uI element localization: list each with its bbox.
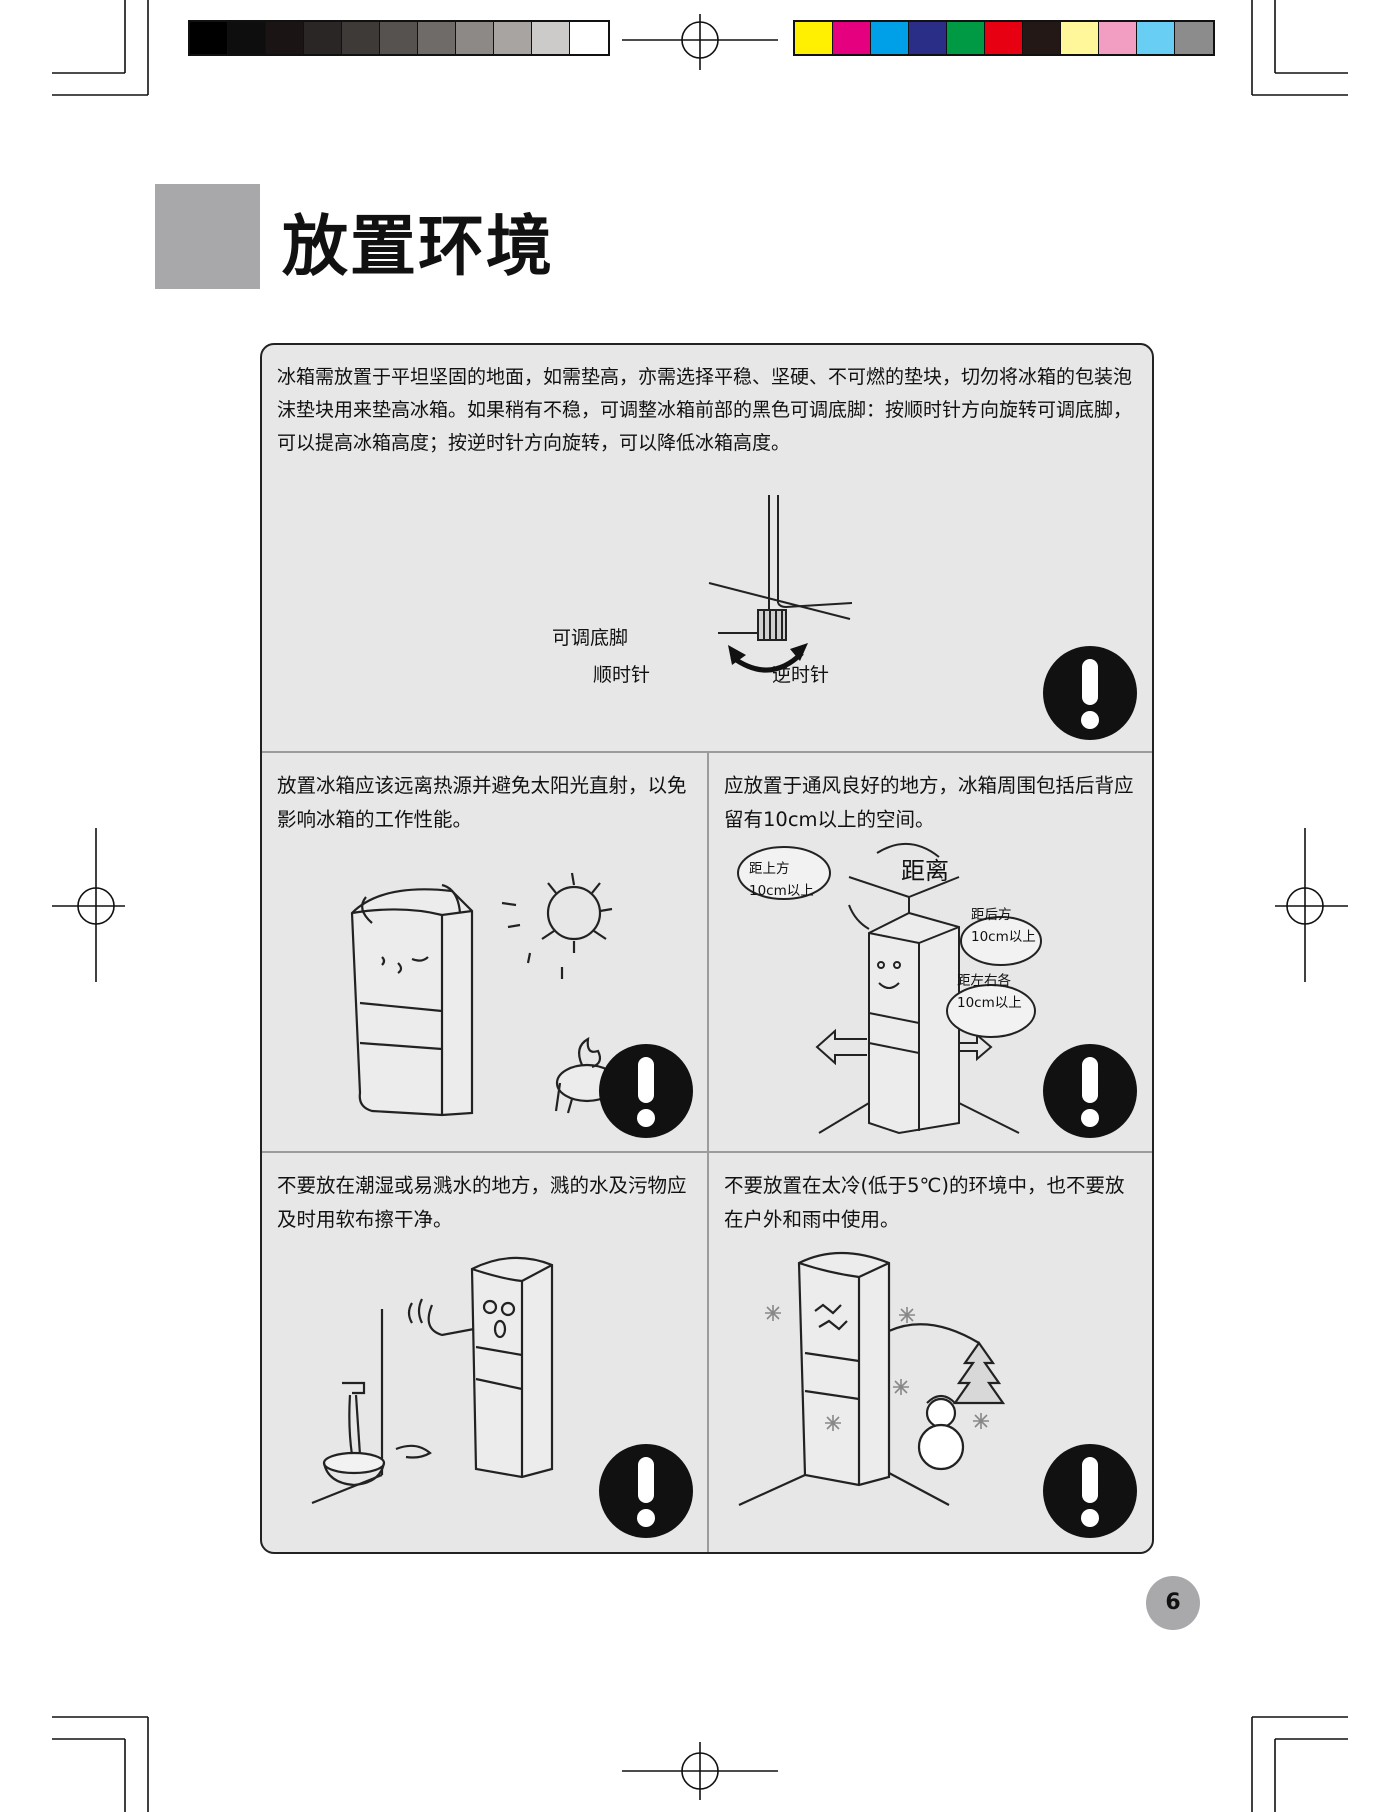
calibration-swatch xyxy=(304,22,342,54)
fridge-in-cold-illustration xyxy=(738,1251,1006,1507)
page-number: 6 xyxy=(1146,1576,1200,1630)
calibration-swatch xyxy=(532,22,570,54)
color-calibration-bar xyxy=(793,20,1215,56)
exclamation-icon xyxy=(599,1444,693,1538)
fridge-near-water-illustration xyxy=(311,1256,554,1505)
calibration-swatch xyxy=(570,22,608,54)
exclamation-icon xyxy=(1043,646,1137,740)
back-clearance-value: 10cm以上 xyxy=(971,929,1036,945)
calibration-swatch xyxy=(909,22,947,54)
calibration-swatch xyxy=(1061,22,1099,54)
heat-source-text: 放置冰箱应该远离热源并避免太阳光直射，以免影响冰箱的工作性能。 xyxy=(277,774,687,831)
calibration-swatch xyxy=(266,22,304,54)
calibration-swatch xyxy=(833,22,871,54)
ventilation-text: 应放置于通风良好的地方，冰箱周围包括后背应留有10cm以上的空间。 xyxy=(724,774,1134,831)
calibration-swatch xyxy=(190,22,228,54)
calibration-swatch xyxy=(456,22,494,54)
cold-environment-cell: 不要放置在太冷(低于5℃)的环境中，也不要放在户外和雨中使用。 xyxy=(709,1153,1152,1551)
cold-environment-text: 不要放置在太冷(低于5℃)的环境中，也不要放在户外和雨中使用。 xyxy=(724,1174,1125,1231)
humidity-text: 不要放在潮湿或易溅水的地方，溅的水及污物应及时用软布擦干净。 xyxy=(277,1174,687,1231)
humidity-cell: 不要放在潮湿或易溅水的地方，溅的水及污物应及时用软布擦干净。 xyxy=(262,1153,705,1551)
calibration-swatch xyxy=(985,22,1023,54)
side-clearance-value: 10cm以上 xyxy=(957,995,1022,1011)
calibration-swatch xyxy=(228,22,266,54)
divider xyxy=(707,751,709,1552)
calibration-swatch xyxy=(380,22,418,54)
ventilation-cell: 应放置于通风良好的地方，冰箱周围包括后背应留有10cm以上的空间。 xyxy=(709,753,1152,1151)
fridge-clearance-illustration xyxy=(737,842,1042,1135)
calibration-swatch xyxy=(871,22,909,54)
side-clearance-label: 距左右各 xyxy=(957,973,1011,989)
calibration-swatch xyxy=(494,22,532,54)
calibration-swatch xyxy=(1175,22,1213,54)
calibration-swatch xyxy=(1023,22,1061,54)
calibration-swatch xyxy=(342,22,380,54)
back-clearance-label: 距后方 xyxy=(971,907,1012,923)
leveling-panel: 冰箱需放置于平坦坚固的地面，如需垫高，亦需选择平稳、坚硬、不可燃的垫块，切勿将冰… xyxy=(262,345,1152,751)
clockwise-label: 顺时针 xyxy=(593,664,651,686)
calibration-swatch xyxy=(418,22,456,54)
calibration-swatch xyxy=(1099,22,1137,54)
leveling-instructions: 冰箱需放置于平坦坚固的地面，如需垫高，亦需选择平稳、坚硬、不可燃的垫块，切勿将冰… xyxy=(277,366,1133,454)
page-title: 放置环境 xyxy=(282,208,554,285)
fridge-near-heat-illustration xyxy=(350,872,620,1117)
exclamation-icon xyxy=(599,1044,693,1138)
counterclockwise-label: 逆时针 xyxy=(772,664,830,686)
top-clearance-value: 10cm以上 xyxy=(749,883,814,899)
content-frame: 冰箱需放置于平坦坚固的地面，如需垫高，亦需选择平稳、坚硬、不可燃的垫块，切勿将冰… xyxy=(260,343,1154,1554)
distance-label: 距离 xyxy=(901,857,949,885)
exclamation-icon xyxy=(1043,1044,1137,1138)
adjustable-foot-illustration xyxy=(708,495,853,673)
calibration-swatch xyxy=(1137,22,1175,54)
exclamation-icon xyxy=(1043,1444,1137,1538)
grayscale-calibration-bar xyxy=(188,20,610,56)
calibration-swatch xyxy=(795,22,833,54)
title-marker-block xyxy=(155,184,260,289)
top-clearance-label: 距上方 xyxy=(749,861,790,877)
heat-source-cell: 放置冰箱应该远离热源并避免太阳光直射，以免影响冰箱的工作性能。 xyxy=(262,753,705,1151)
adjustable-foot-label: 可调底脚 xyxy=(552,627,629,649)
calibration-swatch xyxy=(947,22,985,54)
